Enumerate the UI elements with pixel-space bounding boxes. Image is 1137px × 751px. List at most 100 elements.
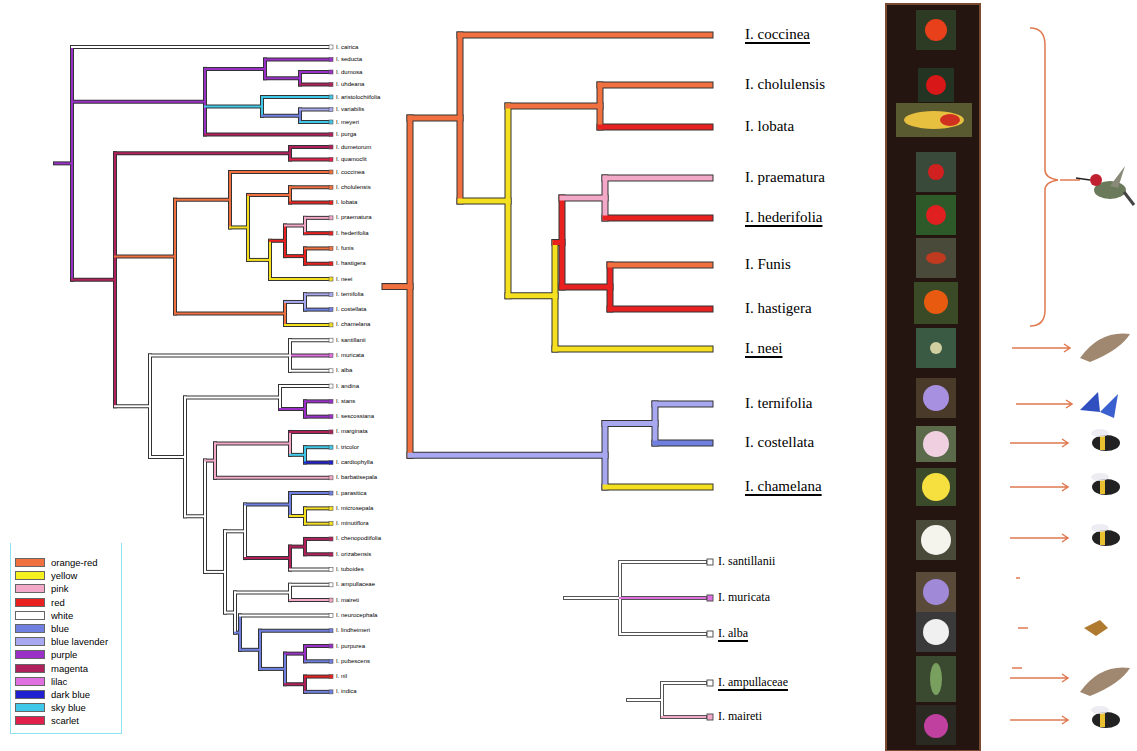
tree-branch xyxy=(205,67,265,71)
species-label: I. santillanii xyxy=(718,555,775,568)
tree-branch xyxy=(245,557,290,559)
tree-branch xyxy=(150,353,290,357)
tree-branch xyxy=(270,277,328,281)
species-label: I. pubescens xyxy=(336,658,370,665)
tree-branch xyxy=(305,659,328,663)
tree-branch xyxy=(265,58,328,62)
tree-branch xyxy=(205,134,328,136)
tree-branch xyxy=(248,194,290,196)
pollinator-icon xyxy=(1091,429,1109,437)
small-subtree xyxy=(707,559,713,565)
tree-branch xyxy=(150,455,185,459)
photo-panel xyxy=(886,4,980,751)
tree-branch xyxy=(385,283,410,290)
tree-branch xyxy=(71,47,73,280)
tree-branch xyxy=(605,175,710,182)
tree-branch xyxy=(605,215,710,222)
tree-branch xyxy=(185,397,280,399)
tree-branch xyxy=(300,84,328,86)
leaf-marker xyxy=(329,292,333,296)
legend-swatch xyxy=(15,571,45,580)
tree-branch xyxy=(410,114,460,121)
tree-branch xyxy=(285,682,305,686)
species-label: I. lobata xyxy=(745,118,794,135)
leaf-marker xyxy=(329,108,333,112)
pollinator-icon xyxy=(1091,524,1109,532)
small-subtree xyxy=(565,562,705,634)
leaf-marker xyxy=(329,568,333,572)
tree-branch xyxy=(72,278,115,282)
tree-branch xyxy=(305,462,328,464)
tree-branch xyxy=(290,369,328,373)
tree-branch xyxy=(305,445,328,449)
tree-branch xyxy=(305,538,328,540)
tree-branch xyxy=(290,201,328,205)
species-label: I. minutiflora xyxy=(336,520,369,527)
leaf-marker xyxy=(329,613,333,617)
tree-branch xyxy=(605,216,710,221)
photo-panel xyxy=(916,612,956,652)
leaf-marker xyxy=(329,598,333,602)
tree-branch xyxy=(175,311,285,315)
photo-panel xyxy=(930,663,942,695)
photo-panel xyxy=(916,10,956,50)
photo-panel xyxy=(921,525,951,555)
tree-branch xyxy=(260,630,328,632)
tree-branch xyxy=(407,118,414,455)
tree-branch xyxy=(185,515,205,517)
tree-branch xyxy=(290,430,328,434)
legend-text: purple xyxy=(51,649,77,661)
tree-branch xyxy=(205,459,215,463)
leaf-marker xyxy=(329,552,333,556)
species-label: I. dumetorum xyxy=(336,144,371,151)
species-label: I. hastigera xyxy=(745,300,812,317)
tree-branch xyxy=(460,197,508,204)
photo-panel xyxy=(940,114,960,126)
species-label: I. lindheimeri xyxy=(336,627,370,634)
tree-branch xyxy=(265,76,300,80)
tree-branch xyxy=(240,649,260,651)
small-subtree xyxy=(707,714,713,720)
leaf-marker xyxy=(329,277,333,281)
leaf-marker xyxy=(329,629,333,633)
tree-branch xyxy=(555,347,710,352)
leaf-marker xyxy=(329,201,333,205)
leaf-marker xyxy=(329,445,333,449)
tree-branch xyxy=(55,161,72,165)
species-label: I. uhdeana xyxy=(336,81,364,88)
species-label: I. praematura xyxy=(745,169,825,186)
tree-branch xyxy=(600,125,710,130)
leaf-marker xyxy=(329,95,333,99)
tree-branch xyxy=(305,216,328,220)
tree-branch xyxy=(385,284,410,289)
pollinator-icon xyxy=(1091,473,1109,481)
tree-branch xyxy=(305,461,328,465)
tree-branch xyxy=(290,158,328,162)
tree-branch xyxy=(562,195,605,202)
species-label: I. ternifolia xyxy=(745,395,812,412)
leaf-marker xyxy=(329,675,333,679)
tree-branch xyxy=(300,121,328,123)
pollinator-icon xyxy=(1092,530,1120,546)
species-label: I. alba xyxy=(718,627,748,640)
tree-branch xyxy=(605,421,655,426)
tree-branch xyxy=(225,611,235,615)
tree-branch xyxy=(280,385,328,387)
pollinator-icon xyxy=(1092,479,1120,495)
tree-branch xyxy=(305,416,328,418)
pollinator-icon xyxy=(1080,334,1130,363)
tree-branch xyxy=(290,185,328,189)
species-label: I. meyeri xyxy=(336,119,359,126)
tree-branch xyxy=(305,644,328,648)
leaf-marker xyxy=(329,461,333,465)
tree-branch xyxy=(260,667,285,671)
tree-branch xyxy=(290,598,328,602)
tree-branch xyxy=(215,477,328,479)
tree-branch xyxy=(305,552,328,556)
tree-branch xyxy=(300,83,328,87)
tree-branch xyxy=(205,68,265,70)
pollinator-icon xyxy=(1076,178,1090,180)
leaf-marker xyxy=(329,491,333,495)
tree-branch xyxy=(205,570,225,574)
species-label: I. neurocephala xyxy=(336,612,377,619)
